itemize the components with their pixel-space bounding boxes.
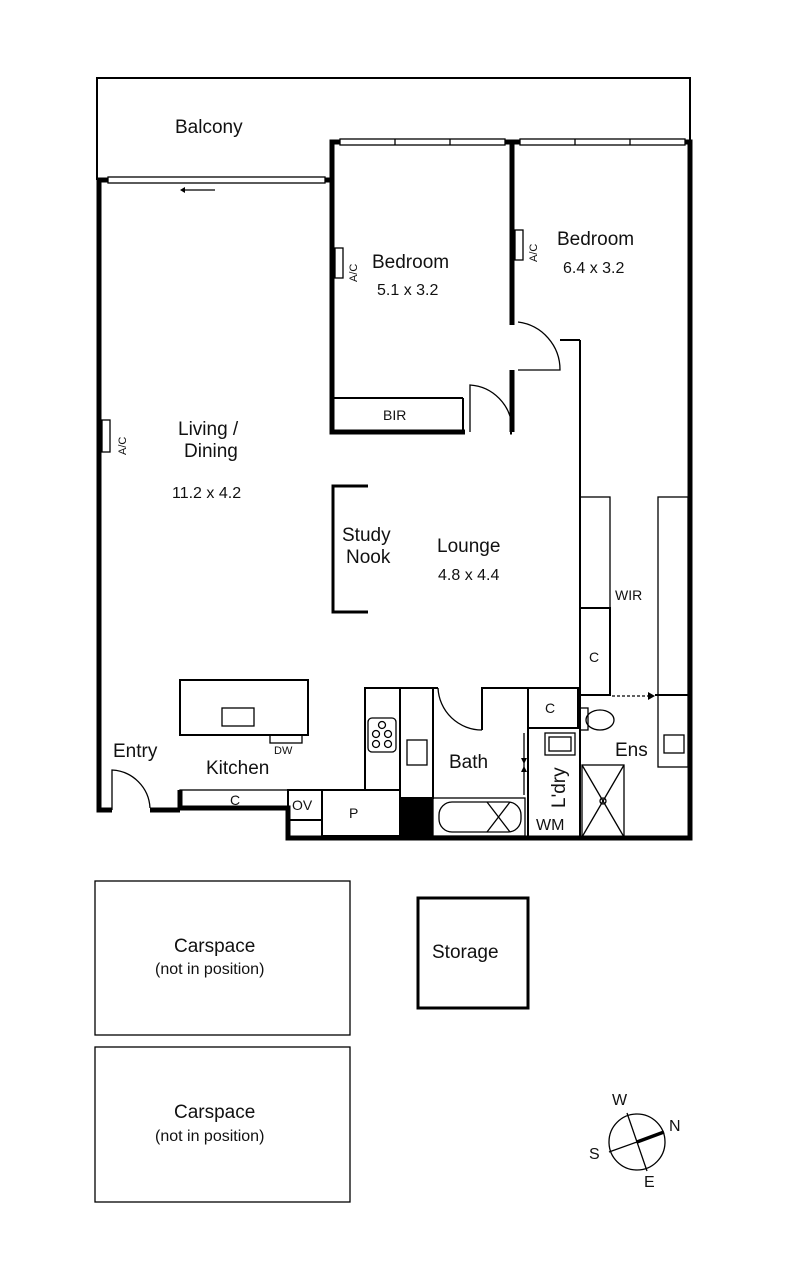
study-nook: Study Nook	[331, 484, 391, 614]
compass-west: W	[612, 1092, 628, 1109]
carspace-2: Carspace (not in position)	[94, 1046, 351, 1203]
ensuite-label: Ens	[615, 740, 648, 761]
compass-east: E	[644, 1174, 655, 1191]
pantry-label: P	[349, 805, 358, 821]
storage: Storage	[416, 896, 530, 1010]
carspace-note: (not in position)	[155, 1128, 264, 1145]
room-size: 4.8 x 4.4	[438, 567, 499, 584]
duct	[400, 798, 433, 836]
laundry-label: L'dry	[549, 767, 570, 808]
ac-label: A/C	[117, 437, 129, 455]
room-name: Bedroom	[372, 252, 449, 273]
dw-label: DW	[274, 745, 293, 757]
wir-label: WIR	[615, 587, 642, 603]
balcony: Balcony	[96, 77, 691, 180]
ac-label: A/C	[348, 264, 360, 282]
toilet-icon	[585, 709, 615, 731]
compass-south: S	[589, 1146, 600, 1163]
bathroom: C Bath L'dry WM	[432, 687, 579, 838]
bathtub-icon	[438, 801, 522, 833]
wm-label: WM	[536, 817, 564, 834]
carspace-note: (not in position)	[155, 961, 264, 978]
lounge: Lounge 4.8 x 4.4	[437, 536, 500, 584]
carspace-label: Carspace	[174, 1102, 255, 1123]
room-size: 11.2 x 4.2	[172, 485, 241, 502]
cupboard-label: C	[589, 649, 599, 665]
living-dining: Living / Dining 11.2 x 4.2 A/C	[101, 419, 241, 502]
balcony-label: Balcony	[175, 117, 243, 138]
room-name: Nook	[346, 547, 391, 568]
door-swing	[469, 384, 513, 432]
kitchen: DW Entry Kitchen C OV P	[111, 679, 434, 837]
room-size: 6.4 x 3.2	[563, 260, 624, 277]
room-size: 5.1 x 3.2	[377, 282, 438, 299]
ensuite: Ens	[579, 694, 689, 838]
arrow-icon	[648, 692, 655, 700]
sink-icon	[406, 739, 428, 766]
entry-label: Entry	[113, 741, 158, 762]
cooktop-icon	[367, 717, 397, 753]
windows	[107, 138, 686, 193]
carspace-1: Carspace (not in position)	[94, 880, 351, 1036]
bath-label: Bath	[449, 752, 488, 773]
shower-icon	[581, 764, 625, 838]
storage-label: Storage	[432, 942, 499, 963]
ac-label: A/C	[528, 244, 540, 262]
wir: WIR C	[579, 496, 690, 700]
carspace-label: Carspace	[174, 936, 255, 957]
bedroom-2: Bedroom 6.4 x 3.2 A/C	[509, 142, 634, 695]
room-name: Dining	[184, 441, 238, 462]
kitchen-label: Kitchen	[206, 758, 269, 779]
cupboard-label: C	[545, 700, 555, 716]
room-name: Lounge	[437, 536, 500, 557]
bedroom-1: Bedroom 5.1 x 3.2 BIR A/C	[329, 142, 513, 435]
compass-north: N	[669, 1118, 681, 1135]
bir-label: BIR	[383, 407, 406, 423]
room-name: Bedroom	[557, 229, 634, 250]
cupboard-label: C	[230, 792, 240, 808]
room-name: Study	[342, 525, 391, 546]
compass-icon: W N S E	[589, 1092, 681, 1191]
sliding-door-arrow-icon	[180, 187, 185, 193]
room-name: Living /	[178, 419, 239, 440]
oven-label: OV	[292, 797, 313, 813]
